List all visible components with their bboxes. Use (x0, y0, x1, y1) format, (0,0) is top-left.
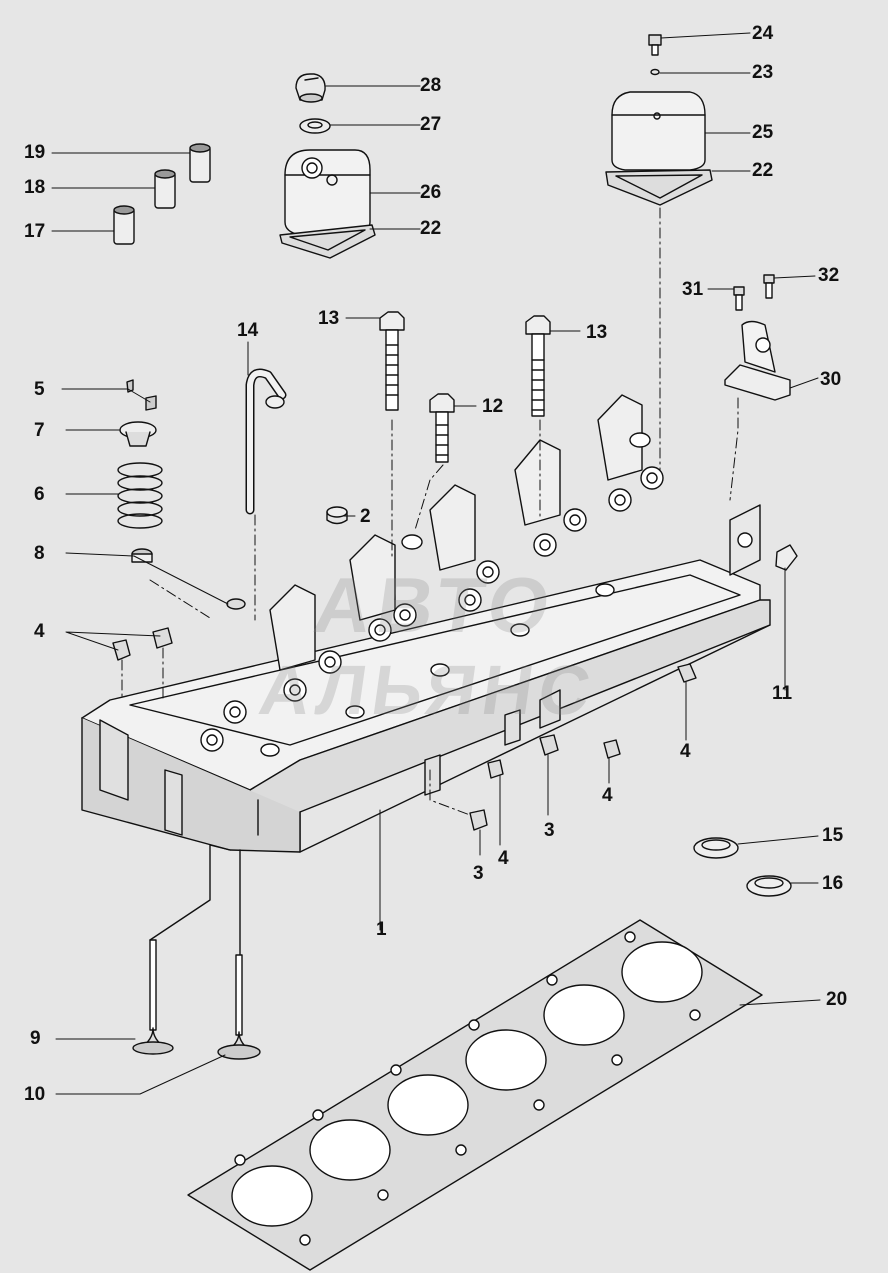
callout-2: 2 (360, 506, 371, 527)
tappet-18 (154, 169, 176, 209)
callout-4c: 4 (602, 785, 613, 806)
seal-ring-15 (693, 837, 739, 859)
cylinder-head (81, 394, 771, 961)
callout-11: 11 (772, 683, 793, 704)
breather-pipe-14 (245, 368, 287, 515)
callout-14: 14 (237, 320, 259, 341)
plug-4-left (112, 639, 131, 661)
callout-19: 19 (24, 142, 46, 163)
valve-9 (132, 939, 174, 1055)
valve-keeper-5 (126, 379, 157, 411)
bolt-13-left (379, 311, 405, 411)
callout-5: 5 (34, 379, 45, 400)
callout-1: 1 (376, 919, 387, 940)
valve-seal-8 (131, 548, 153, 563)
callout-3a: 3 (473, 863, 484, 884)
plug-4-right (677, 663, 697, 683)
callout-30: 30 (820, 369, 842, 390)
plug-4-front-a (603, 739, 621, 759)
bolt-12 (429, 393, 455, 463)
watermark-line-2: АЛЬЯНС (254, 651, 602, 729)
callout-15: 15 (822, 825, 844, 846)
plug-11 (775, 544, 798, 571)
plug-4-mid (152, 627, 173, 649)
callout-26: 26 (420, 182, 442, 203)
callout-22b: 22 (752, 160, 774, 181)
watermark-line-1: АВТО (308, 561, 562, 649)
callout-28: 28 (420, 75, 442, 96)
spring-retainer-7 (119, 421, 157, 447)
callout-12: 12 (482, 396, 504, 417)
plug-4-front-b (487, 759, 504, 779)
callout-13a: 13 (318, 308, 340, 329)
callout-22a: 22 (420, 218, 442, 239)
callout-23: 23 (752, 62, 774, 83)
callout-32: 32 (818, 265, 840, 286)
callout-27: 27 (420, 114, 442, 135)
screw-32 (763, 274, 775, 299)
plug-3-b (469, 809, 488, 831)
callout-3b: 3 (544, 820, 555, 841)
screw-31 (733, 286, 745, 311)
bolt-13-right (525, 315, 551, 417)
washer-27 (299, 118, 331, 134)
callout-13b: 13 (586, 322, 608, 343)
callout-9: 9 (30, 1028, 41, 1049)
filler-cap-28 (295, 73, 326, 103)
callout-8: 8 (34, 543, 45, 564)
callout-31: 31 (682, 279, 704, 300)
tappet-17 (113, 205, 135, 245)
callout-6: 6 (34, 484, 45, 505)
plug-8-head (226, 598, 246, 610)
screw-24 (648, 34, 662, 56)
callout-4a: 4 (34, 621, 45, 642)
callout-17: 17 (24, 221, 46, 242)
bracket-30 (724, 320, 791, 401)
valve-spring-6 (117, 462, 163, 529)
callout-4b: 4 (498, 848, 509, 869)
plug-3-a (539, 734, 559, 756)
o-ring-23 (650, 68, 660, 76)
valve-10 (217, 954, 261, 1060)
callout-10: 10 (24, 1084, 46, 1105)
callout-18: 18 (24, 177, 46, 198)
callout-7: 7 (34, 420, 45, 441)
rocker-cover-26 (279, 149, 376, 259)
callout-20: 20 (826, 989, 848, 1010)
sleeve-2 (326, 506, 348, 525)
tappet-19 (189, 143, 211, 183)
seal-ring-16 (746, 875, 792, 897)
leader-lines (51, 32, 821, 1095)
callout-24: 24 (752, 23, 774, 44)
callout-4d: 4 (680, 741, 691, 762)
rocker-cover-25 (605, 91, 713, 206)
callout-25: 25 (752, 122, 774, 143)
callout-16: 16 (822, 873, 844, 894)
head-gasket (187, 919, 763, 1271)
